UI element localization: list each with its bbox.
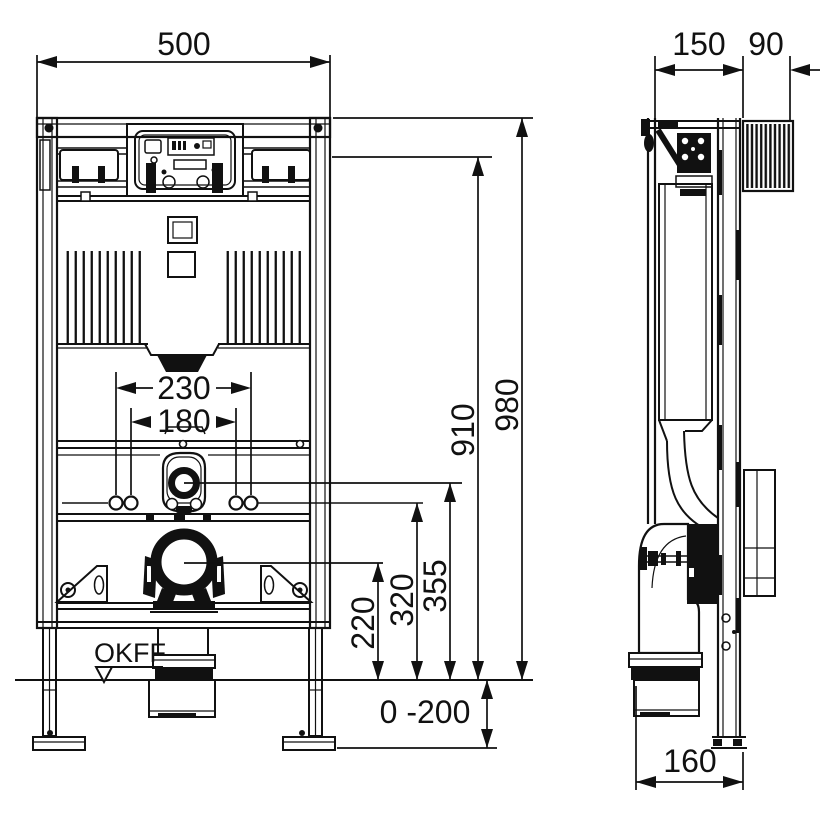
right-rail: [308, 116, 332, 630]
bolt-outer-right: [243, 495, 259, 511]
mounting-crossbar: [57, 426, 310, 456]
top-crossbar: [35, 116, 332, 139]
floor-marker-label: OKFF: [94, 638, 166, 668]
dim-frame-depth: 150 90: [654, 26, 820, 120]
coupling-seal-side: [631, 667, 700, 680]
cover-depth-label: 90: [748, 26, 784, 62]
hook-right: [212, 163, 223, 193]
right-hanger-bracket: [251, 149, 311, 181]
tank-ribs-left: [63, 251, 141, 344]
floor-brackets: [54, 565, 314, 603]
wc-fixing-bolts: [62, 495, 423, 511]
coupling-seal: [155, 668, 213, 680]
pipe-clamp-bracket: [164, 426, 206, 435]
fixing-rod-nut: [640, 547, 647, 570]
bolt-inner-right: [228, 495, 244, 511]
inspection-window-lower: [167, 251, 196, 278]
dim-bolt-height: 320: [384, 503, 423, 680]
lower-crossbar: [57, 513, 310, 522]
dim-overall-width: 500: [36, 26, 331, 117]
dimensions: OKFF 500 230 18: [15, 26, 820, 790]
cistern-side-profile: [658, 183, 719, 532]
cistern-body: [57, 216, 310, 372]
upper-fixing-height-label: 910: [445, 403, 481, 456]
water-supply-fittings: [641, 119, 713, 196]
dim-flush-bend-height: 355: [417, 483, 456, 680]
legs-and-feet: [32, 627, 336, 751]
tank-ribs-right: [226, 251, 304, 344]
outlet-protection-section: [743, 469, 776, 597]
outlet-offset-label: 160: [663, 743, 716, 779]
inspection-window-upper: [167, 216, 198, 244]
corner-screw-left: [44, 123, 54, 133]
left-foot-plate: [32, 736, 86, 751]
frame-depth-label: 150: [672, 26, 725, 62]
flush-bend-pipe: [666, 440, 710, 532]
outlet-height-label: 220: [345, 596, 381, 649]
left-hanger-bracket: [59, 149, 119, 181]
front-rail: [646, 118, 740, 524]
bolt-outer-left: [108, 495, 124, 511]
drain-socket-side: [628, 652, 703, 717]
wc-connection-box: [687, 524, 718, 604]
outlet-elbow: [637, 522, 718, 655]
side-view: [628, 118, 795, 749]
dim-bolt-spacing-inner: 180: [130, 403, 237, 495]
flush-mechanism: [167, 137, 215, 156]
level-triangle-icon: [94, 666, 114, 685]
dim-frame-height: 980: [489, 118, 528, 680]
wc-outlet-clamp: [143, 528, 225, 613]
outlet-pipe-opening: [150, 528, 218, 596]
left-rail: [35, 116, 59, 630]
tank-funnel: [144, 343, 220, 356]
corner-screw-right: [313, 123, 323, 133]
frame-height-label: 980: [489, 378, 525, 431]
dim-outlet-offset: 160: [635, 686, 744, 790]
floor-level: OKFF: [15, 638, 533, 685]
overall-width-label: 500: [157, 26, 210, 62]
bottom-crossbar: [37, 602, 330, 629]
flush-pipe-stub: [157, 355, 207, 372]
dim-foot-adjustment: 0 -200: [337, 680, 497, 749]
flush-bend-height-label: 355: [417, 559, 453, 612]
bolt-height-label: 320: [384, 573, 420, 626]
bolt-spacing-outer-label: 230: [157, 370, 210, 406]
drain-socket-front: [148, 628, 216, 718]
right-foot-plate: [282, 736, 336, 751]
valve-mounting-plate: [677, 133, 711, 173]
hook-left: [146, 163, 156, 193]
dim-outlet-height: 220: [345, 563, 384, 680]
front-view: [32, 116, 423, 751]
bolt-spacing-inner-label: 180: [157, 403, 210, 439]
foot-adjustment-label: 0 -200: [380, 694, 471, 730]
dim-upper-fixing-height: 910: [445, 157, 484, 680]
bolt-inner-left: [123, 495, 139, 511]
cistern-top-assembly: [39, 123, 311, 202]
rear-rail: [711, 118, 747, 749]
flush-plate-protection-box: [741, 119, 795, 193]
dim-bolt-spacing-outer: 230: [115, 370, 252, 495]
